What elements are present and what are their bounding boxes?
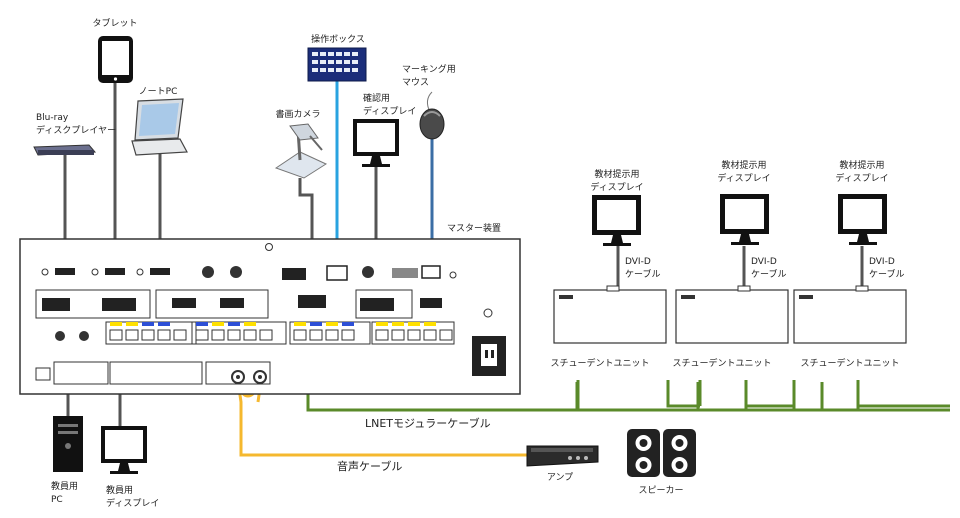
- student-unit-1-tab: [606, 285, 620, 292]
- notebook-label: ノートPC: [139, 87, 178, 97]
- lnet-ports: [55, 321, 455, 345]
- student-display-label-1a: 教材提示用: [594, 168, 639, 180]
- teacher-display: 教員用 ディスプレイ: [101, 426, 159, 509]
- bluray-label-1: Blu-ray: [36, 113, 69, 123]
- confirm-display-label-2: ディスプレイ: [363, 105, 416, 117]
- student-display-2-screen: [725, 199, 764, 229]
- student-unit-label-2: スチューデントユニット: [672, 357, 771, 369]
- teacher-pc-label-1: 教員用: [51, 480, 78, 492]
- student-cable-label-1a: DVI-D: [625, 257, 651, 267]
- mouse-label-2: マウス: [402, 77, 429, 88]
- student-display-1-screen: [597, 200, 636, 230]
- notebook-screen: [139, 103, 179, 136]
- confirm-display-screen: [357, 123, 395, 152]
- marking-mouse: マーキング用 マウス: [402, 63, 456, 140]
- student-display-1-stand: [611, 235, 623, 243]
- master-ground-screw: [265, 243, 273, 251]
- student-display-3-stand: [857, 234, 869, 242]
- student-unit-label-1: スチューデントユニット: [550, 357, 649, 369]
- student-unit-2-logo: [681, 295, 695, 299]
- master-unit-label: マスター装置: [447, 222, 501, 234]
- control-box: 操作ボックス: [307, 33, 367, 82]
- control-box-port: [326, 265, 348, 281]
- notebook-base: [131, 138, 188, 156]
- student-unit-3-logo: [799, 295, 813, 299]
- student-group-1: 教材提示用 ディスプレイ DVI-D ケーブル スチューデントユニット: [550, 168, 667, 369]
- speaker-label: スピーカー: [638, 485, 683, 496]
- student-unit-2-tab: [737, 285, 751, 292]
- student-display-3-screen: [843, 199, 882, 229]
- student-display-2-stand: [739, 234, 751, 242]
- amplifier: アンプ: [526, 445, 599, 483]
- teacher-display-label-2: ディスプレイ: [106, 497, 159, 509]
- notebook-pc: ノートPC: [131, 87, 188, 156]
- student-unit-label-3: スチューデントユニット: [800, 357, 899, 369]
- student-cable-label-1b: ケーブル: [625, 268, 660, 280]
- confirm-display-label-1: 確認用: [363, 92, 390, 104]
- audio-cable-label: 音声ケーブル: [337, 459, 402, 473]
- master-unit: マスター装置: [19, 222, 521, 395]
- student-group-3: 教材提示用 ディスプレイ DVI-D ケーブル スチューデントユニット: [793, 159, 907, 369]
- amp-label: アンプ: [547, 472, 573, 483]
- student-display-label-3a: 教材提示用: [839, 159, 884, 171]
- student-display-label-2a: 教材提示用: [721, 159, 766, 171]
- tablet-label: タブレット: [92, 17, 137, 29]
- tablet: タブレット: [92, 17, 138, 83]
- student-display-3-foot: [849, 242, 877, 245]
- confirm-display-stand: [370, 156, 382, 164]
- student-display-2-foot: [731, 242, 759, 245]
- teacher-display-stand: [118, 463, 130, 471]
- mouse-port: [421, 265, 441, 279]
- tablet-screen: [102, 41, 129, 75]
- student-unit-1-logo: [559, 295, 573, 299]
- student-display-1-foot: [603, 243, 631, 246]
- mouse-body: [419, 108, 445, 140]
- student-group-2: 教材提示用 ディスプレイ DVI-D ケーブル スチューデントユニット: [672, 159, 789, 369]
- teacher-display-label-1: 教員用: [106, 484, 133, 496]
- confirm-display-foot: [362, 164, 390, 167]
- doc-camera-base: [274, 151, 328, 179]
- doc-camera-arm-2: [309, 135, 323, 151]
- document-camera: 書画カメラ: [274, 108, 328, 179]
- student-display-label-1b: ディスプレイ: [590, 181, 643, 193]
- teacher-pc-label-2: PC: [51, 495, 63, 505]
- doc-camera-label: 書画カメラ: [275, 108, 320, 120]
- student-display-label-2b: ディスプレイ: [717, 172, 770, 184]
- control-box-keys: [312, 52, 358, 72]
- student-cable-label-2a: DVI-D: [751, 257, 777, 267]
- confirm-display: 確認用 ディスプレイ: [353, 92, 416, 167]
- speakers: スピーカー: [627, 429, 696, 496]
- student-cable-label-3a: DVI-D: [869, 257, 895, 267]
- speaker-left: [627, 429, 660, 477]
- master-bottom-row: [35, 361, 271, 385]
- bluray-front: [38, 150, 94, 155]
- student-unit-3-tab: [855, 285, 869, 292]
- dvi-inputs: [35, 289, 442, 319]
- speaker-right: [663, 429, 696, 477]
- control-box-label: 操作ボックス: [311, 33, 365, 45]
- bluray-label-2: ディスクプレイヤー: [36, 124, 116, 136]
- student-cable-label-2b: ケーブル: [751, 268, 786, 280]
- student-cable-label-3b: ケーブル: [869, 268, 904, 280]
- mouse-highlight: [423, 111, 441, 117]
- lnet-cable-main: [306, 332, 950, 412]
- student-display-label-3b: ディスプレイ: [835, 172, 888, 184]
- teacher-pc: 教員用 PC: [51, 416, 83, 505]
- hdmi-inputs: [41, 265, 457, 281]
- doc-camera-head: [289, 123, 319, 141]
- lnet-cable-label: LNETモジュラーケーブル: [365, 416, 491, 430]
- power-inlet: [472, 308, 506, 376]
- teacher-display-foot: [110, 471, 138, 474]
- teacher-display-screen: [105, 430, 143, 459]
- mouse-label-1: マーキング用: [402, 63, 456, 75]
- tablet-button: [113, 77, 118, 81]
- bluray-player: Blu-ray ディスクプレイヤー: [33, 113, 116, 156]
